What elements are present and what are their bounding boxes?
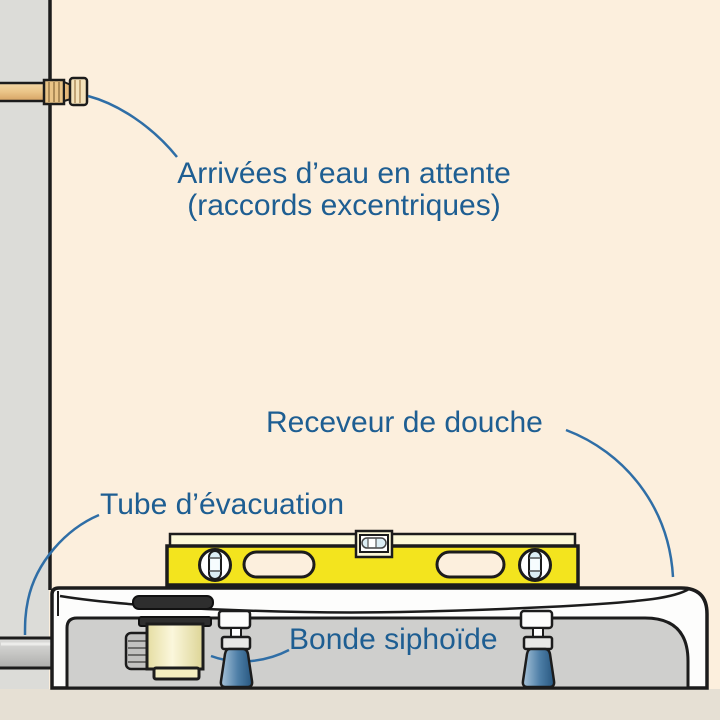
- foot-boss-right: [519, 609, 554, 630]
- floor: [0, 689, 720, 720]
- level-handle-slot: [435, 550, 506, 579]
- bubble-vial-left: [198, 548, 232, 582]
- foot-pad: [521, 647, 556, 689]
- wall: [0, 0, 52, 690]
- inlet-eccentric-nut: [68, 76, 89, 107]
- foot-pad: [219, 647, 254, 689]
- leader-line-water-inlets: [87, 94, 178, 158]
- label-water-inlets: Arrivées d’eau en attente (raccords exce…: [124, 158, 564, 222]
- level-handle-slot: [242, 550, 316, 579]
- drain-flange: [132, 595, 214, 610]
- label-drain-tube: Tube d’évacuation: [100, 488, 345, 521]
- wall-face: [0, 0, 49, 690]
- drain-assembly: [124, 595, 214, 681]
- foot-nut: [220, 635, 252, 651]
- label-siphon-drain: Bonde siphoïde: [289, 623, 498, 656]
- drain-body: [145, 622, 205, 671]
- spirit-level: [165, 529, 580, 587]
- leveling-foot-left: [219, 627, 254, 689]
- drain-base: [152, 666, 201, 681]
- leader-line-drain-tube: [23, 513, 100, 636]
- label-shower-tray: Receveur de douche: [266, 406, 543, 439]
- water-inlet-fitting: [0, 76, 89, 107]
- label-water-inlets-line1: Arrivées d’eau en attente: [177, 157, 511, 190]
- leveling-foot-right: [521, 627, 556, 689]
- bubble-vial-center: [354, 529, 394, 559]
- leader-line-shower-tray: [565, 428, 675, 578]
- bubble-vial-right: [518, 548, 552, 582]
- inlet-pipe: [0, 81, 48, 103]
- inlet-collar: [42, 78, 66, 106]
- label-water-inlets-line2: (raccords excentriques): [187, 189, 501, 222]
- foot-boss-left: [217, 609, 252, 630]
- foot-nut: [522, 635, 554, 651]
